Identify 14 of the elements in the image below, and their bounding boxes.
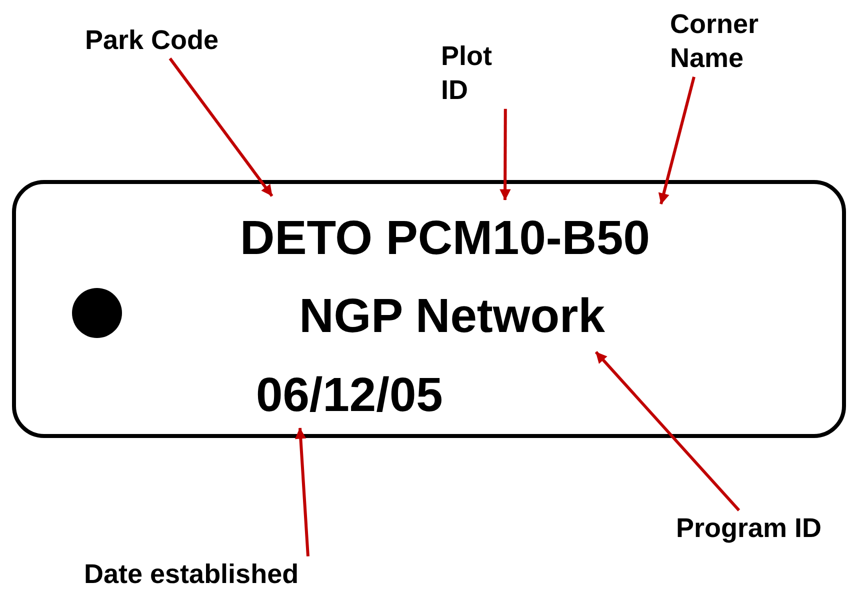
leader-arrow [594,351,740,512]
tag-text: NGP Network [299,293,605,341]
tag-plate [12,180,846,438]
leader-arrow [658,76,696,204]
tag-text: DETO PCM10-B50 [240,215,650,263]
corner-name-label: Corner Name [670,8,790,76]
leader-arrow [500,108,511,200]
program-id-label: Program ID [676,512,856,546]
date-label: Date established [84,558,364,592]
leader-arrow [294,428,310,556]
tag-text: 06/12/05 [256,372,443,420]
plot-id-label: Plot ID [441,40,511,108]
leader-arrow [168,58,274,197]
park-code-label: Park Code [85,24,255,58]
